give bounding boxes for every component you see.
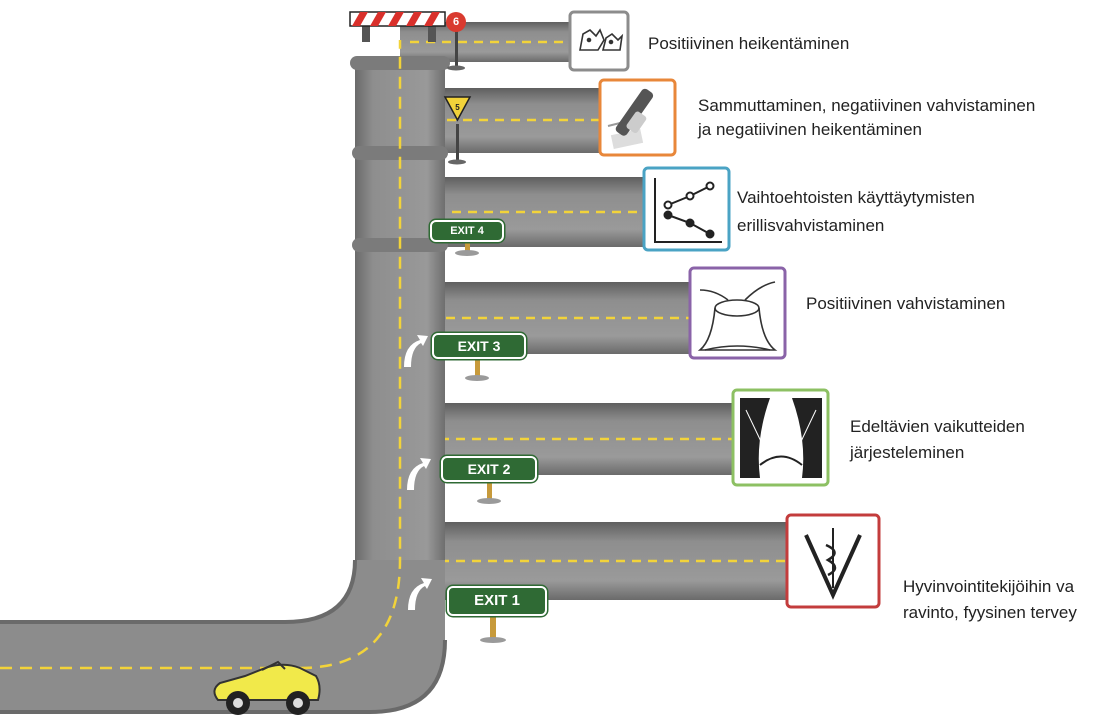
stage-curtain-icon: [740, 398, 822, 478]
step-2-caption: Edeltävien vaikutteiden järjesteleminen: [850, 414, 1025, 466]
veterinary-caduceus-icon: [804, 528, 862, 600]
step-5-caption-line1: Sammuttaminen, negatiivinen vahvistamine…: [698, 96, 1036, 115]
turn-arrows: [404, 335, 432, 610]
main-road: [0, 40, 450, 714]
step-5-caption-line2: ja negatiivinen heikentäminen: [698, 120, 922, 139]
step-2-caption-line2: järjesteleminen: [850, 443, 965, 462]
monster-icon: [579, 28, 624, 51]
top-sign-post: [447, 30, 465, 71]
step-4-caption: Vaihtoehtoisten käyttäytymisten erillisv…: [737, 184, 975, 240]
svg-text:5: 5: [455, 103, 460, 112]
hand-in-bowl-icon: [697, 281, 778, 351]
step-6-caption: Positiivinen heikentäminen: [648, 34, 850, 53]
exit-sign-1: EXIT 1: [447, 586, 547, 616]
step-1-caption: Hyvinvointitekijöihin va ravinto, fyysin…: [903, 574, 1099, 626]
car-icon: [213, 660, 321, 715]
exit-sign-posts: [465, 238, 496, 638]
eraser-icon: [607, 88, 654, 149]
step-1-caption-line2: ravinto, fyysinen tervey: [903, 603, 1077, 622]
step-2-caption-line1: Edeltävien vaikutteiden: [850, 417, 1025, 436]
frame-6: [568, 10, 630, 72]
line-chart-icon: [654, 178, 722, 243]
step-4-caption-line2: erillisvahvistaminen: [737, 216, 885, 235]
exit-sign-2: EXIT 2: [441, 456, 537, 482]
road-barrier: [349, 11, 446, 42]
warning-sign: 5: [443, 96, 472, 165]
frame-4: [642, 166, 731, 252]
exit-sign-3: EXIT 3: [432, 333, 526, 359]
stage-number-badge: 6: [446, 12, 466, 32]
frame-3: [688, 266, 787, 360]
step-3-caption: Positiivinen vahvistaminen: [806, 294, 1006, 313]
exit-sign-4: EXIT 4: [430, 220, 504, 242]
step-5-caption: Sammuttaminen, negatiivinen vahvistamine…: [698, 94, 1035, 142]
step-4-caption-line1: Vaihtoehtoisten käyttäytymisten: [737, 188, 975, 207]
step-1-caption-line1: Hyvinvointitekijöihin va: [903, 577, 1075, 596]
